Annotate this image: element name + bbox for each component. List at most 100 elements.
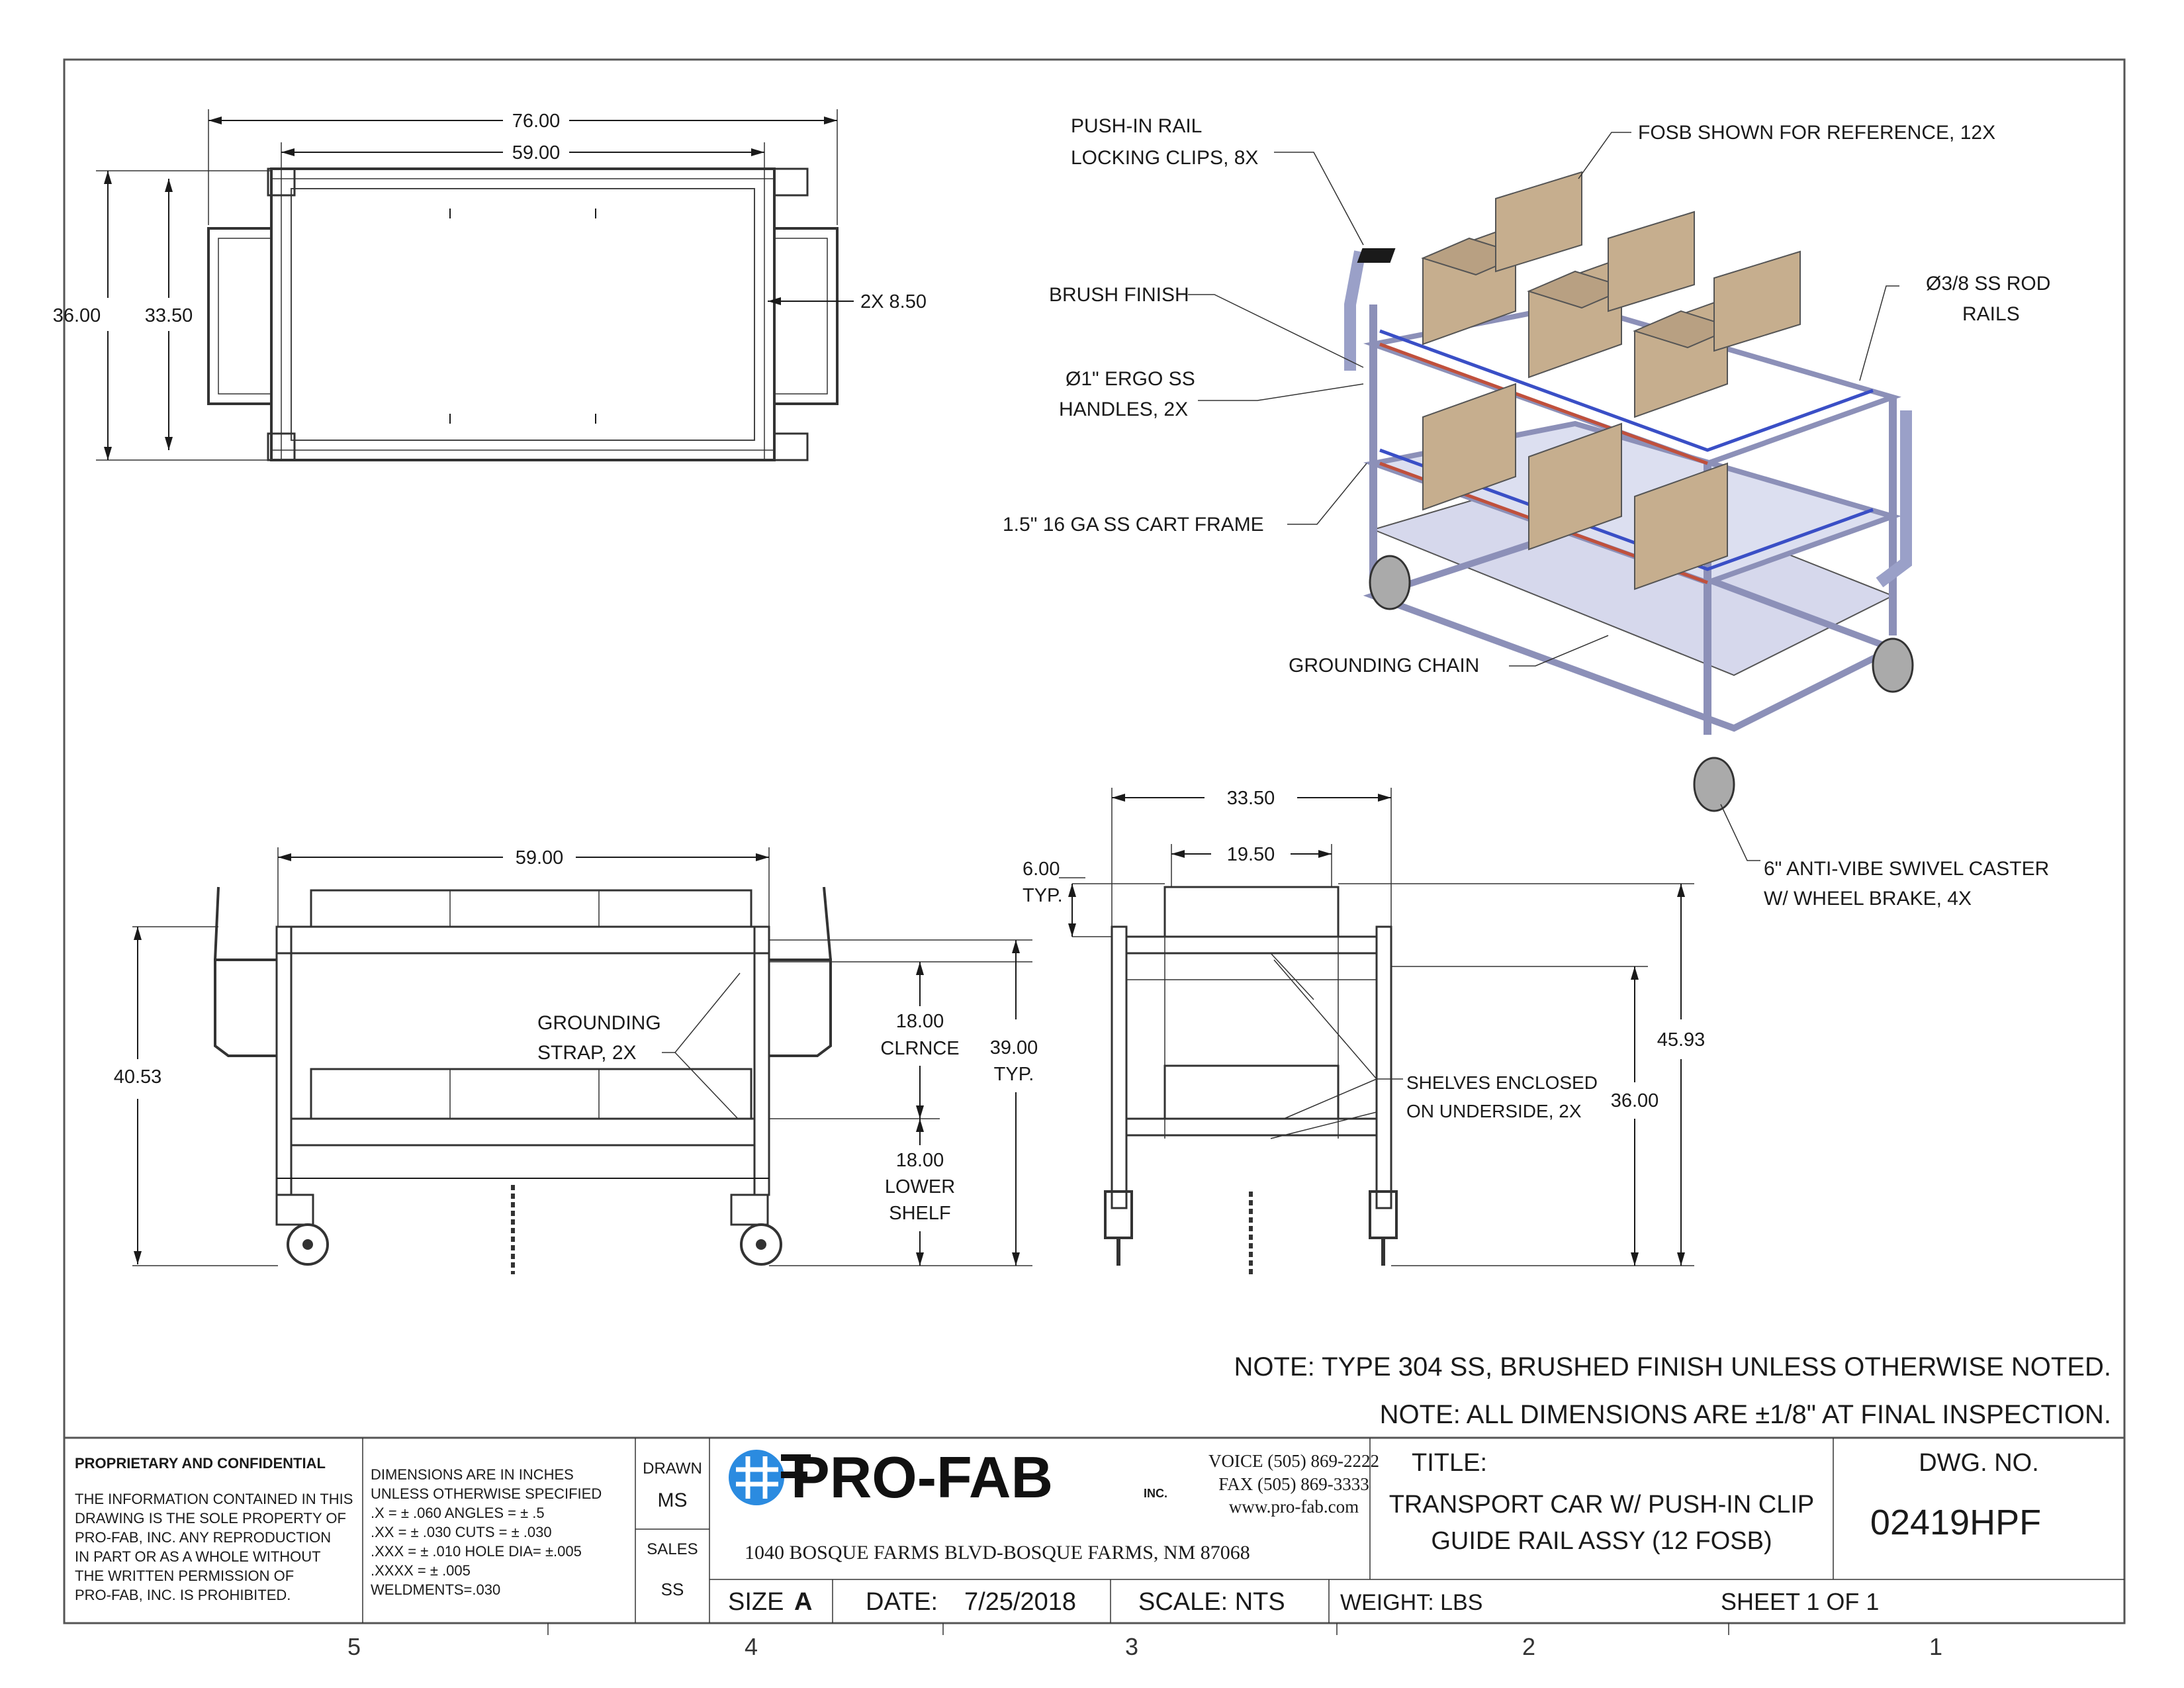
- note-tolerance: NOTE: ALL DIMENSIONS ARE ±1/8" AT FINAL …: [1380, 1400, 2111, 1429]
- callout-caster-2: W/ WHEEL BRAKE, 4X: [1764, 888, 1972, 910]
- callout-rod-rails-1: Ø3/8 SS ROD: [1926, 273, 2050, 295]
- callout-fosb: FOSB SHOWN FOR REFERENCE, 12X: [1638, 122, 1995, 144]
- weight-text: WEIGHT: LBS: [1340, 1590, 1482, 1615]
- title-label: TITLE:: [1412, 1449, 1487, 1477]
- zone-4: 4: [745, 1633, 758, 1660]
- sales-label: SALES: [647, 1540, 698, 1558]
- dim-rail-label: TYP.: [1023, 885, 1063, 906]
- dim-side-inner: 19.50: [1227, 844, 1275, 865]
- notice-line: DRAWING IS THE SOLE PROPERTY OF: [75, 1510, 346, 1526]
- top-caster-icon: [773, 432, 809, 461]
- notice-line: IN PART OR AS A WHOLE WITHOUT: [75, 1548, 321, 1565]
- dim-lower-shelf-value: 18.00: [896, 1150, 944, 1171]
- dim-typ-height-value: 39.00: [990, 1037, 1038, 1058]
- callout-grounding-chain: GROUNDING CHAIN: [1289, 655, 1479, 677]
- title-block: PROPRIETARY AND CONFIDENTIAL THE INFORMA…: [64, 1436, 2124, 1623]
- dim-handle: 2X 8.50: [860, 291, 927, 312]
- tolerance-notes: DIMENSIONS ARE IN INCHES UNLESS OTHERWISE…: [371, 1466, 602, 1598]
- logo-inc: INC.: [1144, 1487, 1167, 1500]
- drawn-value: MS: [658, 1489, 688, 1511]
- side-caster-icon: [1104, 1190, 1133, 1239]
- notice-line: WELDMENTS=.030: [371, 1581, 500, 1598]
- zone-1: 1: [1929, 1633, 1942, 1660]
- notice-line: .XX = ± .030 CUTS = ± .030: [371, 1524, 552, 1540]
- notice-line: THE WRITTEN PERMISSION OF: [75, 1568, 294, 1584]
- dim-frame-width: 33.50: [145, 305, 193, 326]
- logo-text: PRO-FAB: [791, 1444, 1053, 1510]
- top-view-frame-inner: [291, 188, 755, 441]
- dwg-number: 02419HPF: [1870, 1503, 2041, 1542]
- drawn-label: DRAWN: [643, 1460, 702, 1477]
- callout-locking-clips-1: PUSH-IN RAIL: [1071, 115, 1202, 137]
- callout-caster-1: 6" ANTI-VIBE SWIVEL CASTER: [1764, 858, 2049, 880]
- proprietary-notice: THE INFORMATION CONTAINED IN THIS DRAWING…: [75, 1491, 353, 1603]
- isometric-view: PUSH-IN RAIL LOCKING CLIPS, 8X FOSB SHOW…: [1003, 115, 2050, 910]
- zone-2: 2: [1522, 1633, 1535, 1660]
- front-view: 59.00 40.53 GROUNDING STRAP, 2X 18.00 CL…: [114, 847, 1038, 1274]
- sheet-border: [63, 58, 2126, 1624]
- top-view-frame-outer: [270, 167, 776, 461]
- contact-fax: FAX (505) 869-3333: [1218, 1474, 1369, 1494]
- top-view-left-handle: [207, 227, 271, 405]
- sales-value: SS: [661, 1579, 684, 1599]
- callout-grounding-strap-2: STRAP, 2X: [537, 1042, 637, 1064]
- pro-fab-logo-icon: [729, 1450, 811, 1505]
- contact-voice: VOICE (505) 869-2222: [1208, 1451, 1379, 1471]
- callout-locking-clips-2: LOCKING CLIPS, 8X: [1071, 147, 1258, 169]
- dim-clearance-value: 18.00: [896, 1011, 944, 1032]
- dim-rail-value: 6.00: [1023, 859, 1060, 880]
- dim-front-length: 59.00: [516, 847, 564, 868]
- notice-line: THE INFORMATION CONTAINED IN THIS: [75, 1491, 353, 1507]
- zone-markers: 5 4 3 2 1: [347, 1623, 1942, 1660]
- dim-typ-height-label: TYP.: [994, 1064, 1034, 1085]
- notice-line: PRO-FAB, INC. ANY REPRODUCTION: [75, 1529, 331, 1546]
- note-material: NOTE: TYPE 304 SS, BRUSHED FINISH UNLESS…: [1234, 1352, 2111, 1382]
- top-caster-icon: [773, 167, 809, 197]
- contact-web: www.pro-fab.com: [1229, 1497, 1359, 1517]
- dim-side-width: 33.50: [1227, 788, 1275, 809]
- callout-brush-finish: BRUSH FINISH: [1049, 284, 1189, 306]
- callout-shelves-2: ON UNDERSIDE, 2X: [1406, 1101, 1582, 1121]
- fosb-boxes: [1357, 171, 1801, 590]
- dim-side-shelf-height: 36.00: [1611, 1090, 1659, 1111]
- callout-rod-rails-2: RAILS: [1962, 303, 2020, 325]
- dim-overall-length: 76.00: [512, 111, 561, 132]
- dim-frame-length: 59.00: [512, 142, 561, 164]
- top-view: 76.00 59.00 36.00 33.50 2X 8.50: [53, 109, 927, 461]
- dim-lower-shelf-label-2: SHELF: [889, 1203, 950, 1224]
- scale-text: SCALE: NTS: [1138, 1588, 1285, 1616]
- side-caster-icon: [1369, 1190, 1398, 1239]
- zone-3: 3: [1125, 1633, 1138, 1660]
- size-value: A: [794, 1588, 812, 1616]
- dim-lower-shelf-label-1: LOWER: [885, 1176, 955, 1197]
- dim-front-total-height: 40.53: [114, 1066, 162, 1088]
- notice-line: DIMENSIONS ARE IN INCHES: [371, 1466, 574, 1483]
- company-address: 1040 BOSQUE FARMS BLVD-BOSQUE FARMS, NM …: [745, 1542, 1250, 1564]
- notice-line: .X = ± .060 ANGLES = ± .5: [371, 1505, 545, 1521]
- callout-ergo-handles-2: HANDLES, 2X: [1059, 399, 1188, 420]
- date-value: 7/25/2018: [964, 1588, 1076, 1616]
- zone-5: 5: [347, 1633, 361, 1660]
- notice-line: PRO-FAB, INC. IS PROHIBITED.: [75, 1587, 291, 1603]
- notice-line: .XXX = ± .010 HOLE DIA= ±.005: [371, 1543, 582, 1560]
- proprietary-title: PROPRIETARY AND CONFIDENTIAL: [75, 1455, 326, 1472]
- date-label: DATE:: [866, 1588, 938, 1616]
- iso-caster-icon: [1369, 555, 1914, 812]
- title-line-2: GUIDE RAIL ASSY (12 FOSB): [1431, 1527, 1772, 1555]
- callout-cart-frame: 1.5" 16 GA SS CART FRAME: [1003, 514, 1264, 536]
- callout-shelves-1: SHELVES ENCLOSED: [1406, 1072, 1598, 1093]
- sheet-text: SHEET 1 OF 1: [1721, 1588, 1879, 1615]
- side-view: 33.50 19.50 6.00 TYP. SHELVES ENCLOSED O…: [1023, 788, 1705, 1274]
- dim-clearance-label: CLRNCE: [880, 1038, 959, 1059]
- dim-side-total-height: 45.93: [1657, 1029, 1706, 1051]
- title-line-1: TRANSPORT CAR W/ PUSH-IN CLIP: [1389, 1491, 1815, 1519]
- dwg-label: DWG. NO.: [1919, 1449, 2039, 1477]
- callout-grounding-strap-1: GROUNDING: [537, 1012, 661, 1034]
- top-view-right-handle: [774, 227, 839, 405]
- dim-overall-width: 36.00: [53, 305, 101, 326]
- notice-line: .XXXX = ± .005: [371, 1562, 471, 1579]
- callout-ergo-handles-1: Ø1" ERGO SS: [1066, 368, 1195, 390]
- notice-line: UNLESS OTHERWISE SPECIFIED: [371, 1485, 602, 1502]
- size-label: SIZE: [728, 1588, 784, 1616]
